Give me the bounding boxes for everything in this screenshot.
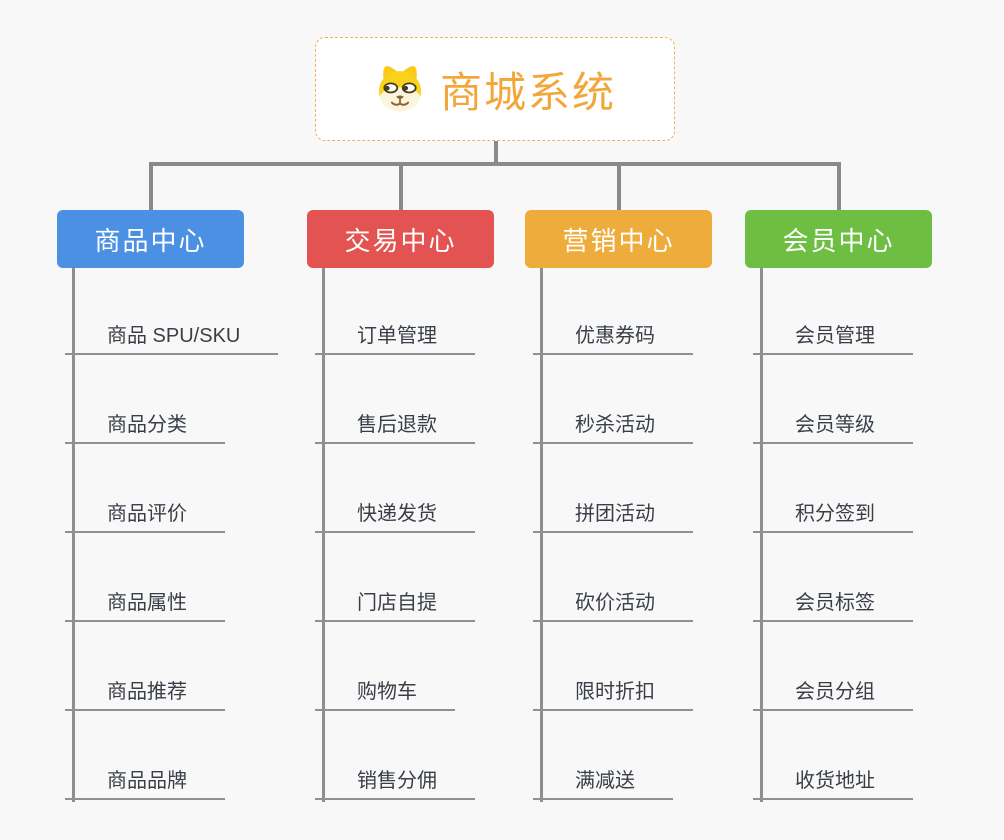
leaf-node[interactable]: 积分签到: [753, 501, 913, 533]
leaf-node[interactable]: 收货地址: [753, 768, 913, 800]
leaf-node[interactable]: 商品分类: [65, 412, 225, 444]
leaf-node[interactable]: 砍价活动: [533, 590, 693, 622]
leaf-node[interactable]: 商品品牌: [65, 768, 225, 800]
connector-trunk: [72, 268, 75, 802]
connector-trunk: [760, 268, 763, 802]
leaf-node[interactable]: 商品属性: [65, 590, 225, 622]
connector-horizontal-bar: [149, 162, 840, 166]
shiba-dog-icon: [378, 65, 422, 112]
connector-branch-drop: [836, 162, 841, 210]
root-node[interactable]: 商城系统: [315, 37, 675, 141]
branch-node[interactable]: 会员中心: [745, 210, 932, 268]
leaf-node[interactable]: 拼团活动: [533, 501, 693, 533]
connector-branch-drop: [616, 162, 621, 210]
connector-trunk: [540, 268, 543, 802]
leaf-node[interactable]: 商品 SPU/SKU: [65, 323, 279, 355]
leaf-node[interactable]: 会员标签: [753, 590, 913, 622]
leaf-node[interactable]: 门店自提: [315, 590, 475, 622]
leaf-node[interactable]: 会员等级: [753, 412, 913, 444]
leaf-node[interactable]: 购物车: [315, 679, 455, 711]
leaf-node[interactable]: 快递发货: [315, 501, 475, 533]
leaf-node[interactable]: 秒杀活动: [533, 412, 693, 444]
leaf-node[interactable]: 满减送: [533, 768, 673, 800]
leaf-node[interactable]: 会员分组: [753, 679, 913, 711]
connector-branch-drop: [398, 162, 403, 210]
branch-node[interactable]: 商品中心: [57, 210, 244, 268]
leaf-node[interactable]: 售后退款: [315, 412, 475, 444]
branch-node[interactable]: 营销中心: [525, 210, 712, 268]
leaf-node[interactable]: 商品推荐: [65, 679, 225, 711]
connector-trunk: [322, 268, 325, 802]
leaf-node[interactable]: 会员管理: [753, 323, 913, 355]
branch-node[interactable]: 交易中心: [307, 210, 494, 268]
leaf-node[interactable]: 商品评价: [65, 501, 225, 533]
leaf-node[interactable]: 订单管理: [315, 323, 475, 355]
leaf-node[interactable]: 优惠券码: [533, 323, 693, 355]
root-title: 商城系统: [439, 68, 616, 116]
connector-branch-drop: [148, 162, 153, 210]
connector-root-drop: [494, 141, 498, 163]
leaf-node[interactable]: 销售分佣: [315, 768, 475, 800]
leaf-node[interactable]: 限时折扣: [533, 679, 693, 711]
